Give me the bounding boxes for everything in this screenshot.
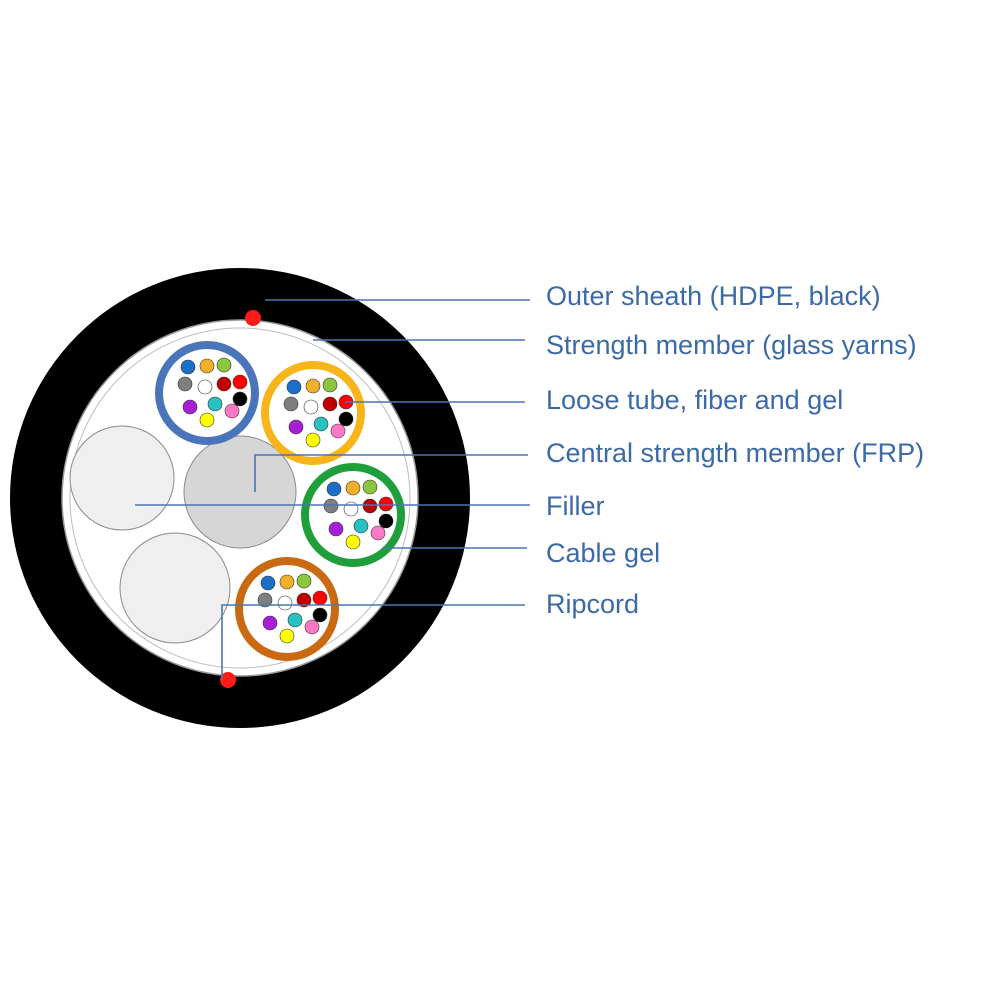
fiber-blue (260, 575, 276, 591)
fiber-yellow (199, 412, 215, 428)
ripcord-bottom (220, 672, 236, 688)
fiber-black (378, 513, 394, 529)
fiber-red (232, 374, 248, 390)
fiber-red-dark (322, 396, 338, 412)
fiber-white (303, 399, 319, 415)
fiber-green (296, 573, 312, 589)
fiber-green (322, 377, 338, 393)
loose-tube-brown (235, 557, 339, 661)
fiber-yellow (305, 432, 321, 448)
fiber-blue (326, 481, 342, 497)
fiber-pink (304, 619, 320, 635)
fiber-white (197, 379, 213, 395)
fiber-gray (323, 498, 339, 514)
fiber-gray (283, 396, 299, 412)
fiber-aqua (353, 518, 369, 534)
fiber-red-dark (362, 498, 378, 514)
fiber-black (232, 391, 248, 407)
fiber-blue (286, 379, 302, 395)
label-outer-sheath: Outer sheath (HDPE, black) (546, 281, 881, 311)
loose-tube-blue (155, 341, 259, 445)
filler-left (69, 425, 175, 531)
label-cable-gel: Cable gel (546, 538, 660, 568)
fiber-aqua (287, 612, 303, 628)
fiber-orange (279, 574, 295, 590)
label-filler: Filler (546, 491, 605, 521)
filler-bottom (119, 532, 231, 644)
fiber-pink (330, 423, 346, 439)
fiber-red-dark (216, 376, 232, 392)
leader-central-strength-member (254, 454, 528, 492)
fiber-black (338, 411, 354, 427)
label-strength-member: Strength member (glass yarns) (546, 330, 917, 360)
fiber-gray (177, 376, 193, 392)
fiber-yellow (345, 534, 361, 550)
ripcord-top (245, 310, 261, 326)
fiber-red (378, 496, 394, 512)
leader-ripcord (221, 604, 525, 680)
label-loose-tube: Loose tube, fiber and gel (546, 385, 843, 415)
fiber-white (277, 595, 293, 611)
fiber-violet (288, 419, 304, 435)
fiber-aqua (207, 396, 223, 412)
fiber-red-dark (296, 592, 312, 608)
fiber-green (216, 357, 232, 373)
fiber-violet (328, 521, 344, 537)
fiber-pink (224, 403, 240, 419)
loose-tube-orange (261, 361, 365, 465)
fiber-orange (305, 378, 321, 394)
fiber-pink (370, 525, 386, 541)
fiber-violet (182, 399, 198, 415)
loose-tube-green (301, 463, 405, 567)
label-ripcord: Ripcord (546, 589, 639, 619)
fiber-blue (180, 359, 196, 375)
fiber-gray (257, 592, 273, 608)
label-central-strength-member: Central strength member (FRP) (546, 438, 924, 468)
fiber-orange (345, 480, 361, 496)
fiber-black (312, 607, 328, 623)
fiber-aqua (313, 416, 329, 432)
fiber-green (362, 479, 378, 495)
loose-tubes (155, 341, 405, 661)
central-strength-member (183, 435, 297, 549)
fiber-yellow (279, 628, 295, 644)
fiber-violet (262, 615, 278, 631)
fiber-red (312, 590, 328, 606)
fiber-white (343, 501, 359, 517)
fiber-orange (199, 358, 215, 374)
